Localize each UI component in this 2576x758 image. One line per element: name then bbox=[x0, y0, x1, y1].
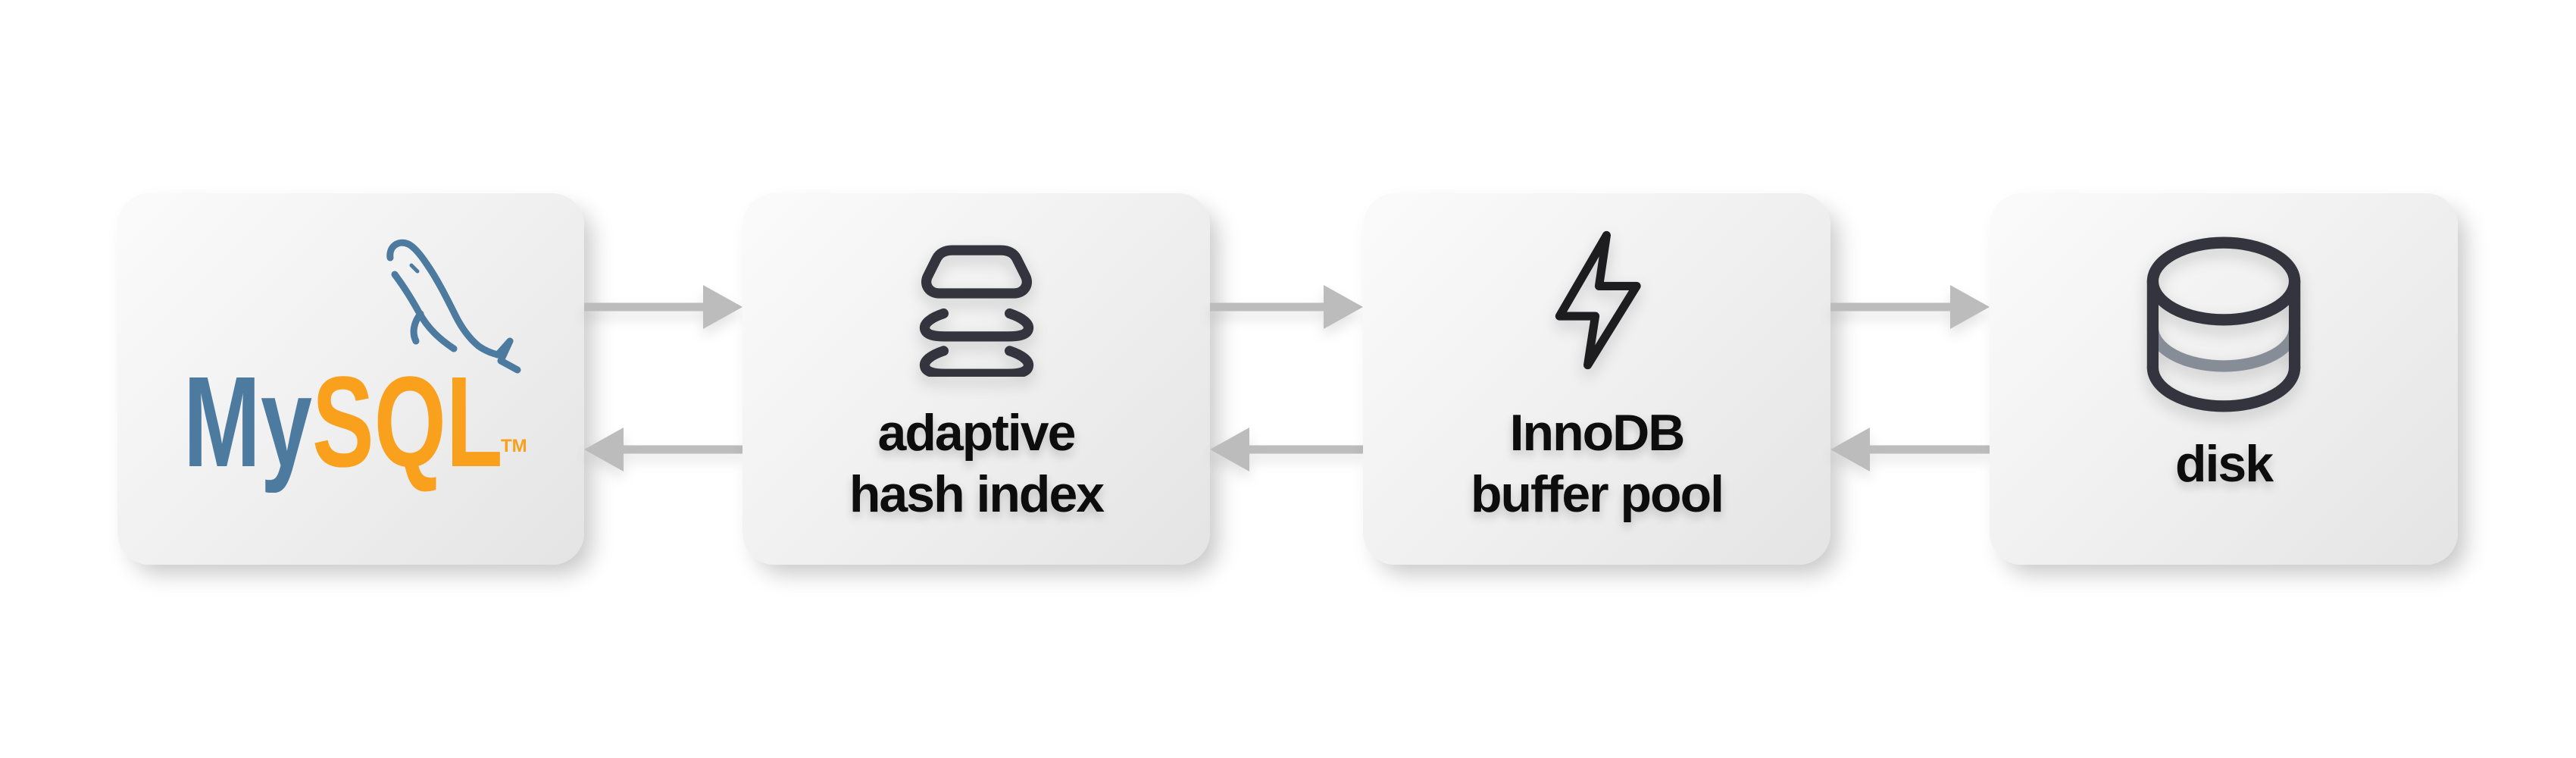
mysql-dolphin-icon bbox=[386, 239, 521, 374]
arrow-right-icon bbox=[1830, 285, 1990, 329]
stack-icon bbox=[919, 245, 1033, 377]
arrow-left-icon bbox=[1830, 428, 1990, 471]
database-cylinder-icon bbox=[2146, 236, 2301, 412]
node-adaptive-hash-index: adaptive hash index bbox=[742, 193, 1210, 565]
label-line: adaptive bbox=[877, 404, 1077, 462]
arrow-right-icon bbox=[584, 285, 742, 329]
mysql-logo: MySQL TM bbox=[183, 239, 527, 493]
arrows-mysql-ahi bbox=[584, 285, 742, 471]
svg-text:MySQL: MySQL bbox=[183, 350, 503, 493]
label-line: hash index bbox=[849, 465, 1105, 523]
node-label: InnoDB buffer pool bbox=[1363, 402, 1830, 525]
node-innodb-buffer-pool: InnoDB buffer pool bbox=[1363, 193, 1830, 565]
arrow-left-icon bbox=[584, 428, 742, 471]
arrow-right-icon bbox=[1210, 285, 1363, 329]
label-line: disk bbox=[2174, 434, 2274, 493]
arrow-left-icon bbox=[1210, 428, 1363, 471]
lightning-bolt-icon bbox=[1555, 230, 1641, 370]
label-line: InnoDB bbox=[1509, 404, 1686, 462]
mysql-wordmark-sql: SQL bbox=[312, 350, 503, 493]
node-label: disk bbox=[1990, 402, 2458, 525]
node-label: adaptive hash index bbox=[742, 402, 1210, 525]
mysql-wordmark-my: My bbox=[183, 350, 312, 493]
node-mysql: MySQL TM bbox=[117, 193, 584, 565]
node-disk: disk bbox=[1990, 193, 2458, 565]
label-line: buffer pool bbox=[1470, 465, 1724, 523]
arrows-ahi-bufferpool bbox=[1210, 285, 1363, 471]
mysql-trademark: TM bbox=[501, 436, 527, 456]
arrows-bufferpool-disk bbox=[1830, 285, 1990, 471]
mysql-wordmark: MySQL bbox=[183, 350, 503, 493]
